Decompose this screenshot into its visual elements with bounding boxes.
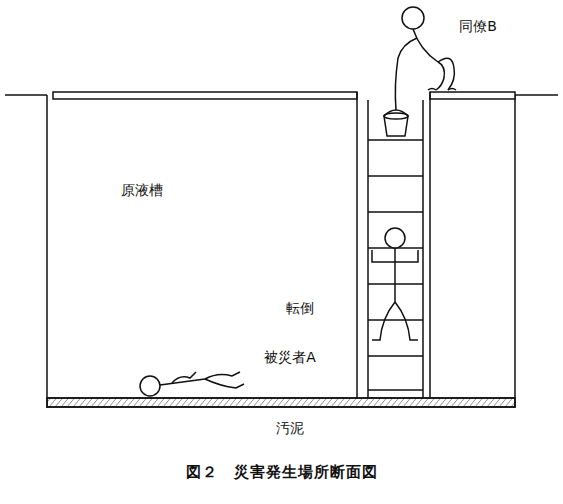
- victim-figure: [140, 372, 244, 396]
- ground-line: [5, 94, 47, 96]
- tank-lid: [430, 92, 515, 99]
- ground-line: [515, 94, 558, 96]
- person-label: 同僚B: [459, 18, 497, 35]
- tank-floor: [47, 397, 515, 399]
- person-label: 被災者A: [264, 349, 316, 366]
- shaft-wall: [429, 92, 431, 398]
- tank-wall: [514, 95, 516, 408]
- sludge-layer: [47, 398, 515, 407]
- rope: [395, 58, 398, 110]
- event-label: 転倒: [286, 300, 314, 317]
- tank-floor: [47, 406, 515, 408]
- figure-caption: 図２ 災害発生場所断面図: [186, 463, 378, 481]
- shaft-wall: [356, 92, 358, 398]
- coworker-figure: [398, 7, 456, 90]
- climbing-figure: [372, 228, 418, 340]
- bucket: [384, 110, 408, 136]
- tank-label: 原液槽: [121, 182, 163, 199]
- tank-lid: [53, 92, 357, 99]
- ladder: [368, 100, 423, 398]
- tank-wall: [46, 95, 48, 408]
- material-label: 汚泥: [276, 420, 304, 437]
